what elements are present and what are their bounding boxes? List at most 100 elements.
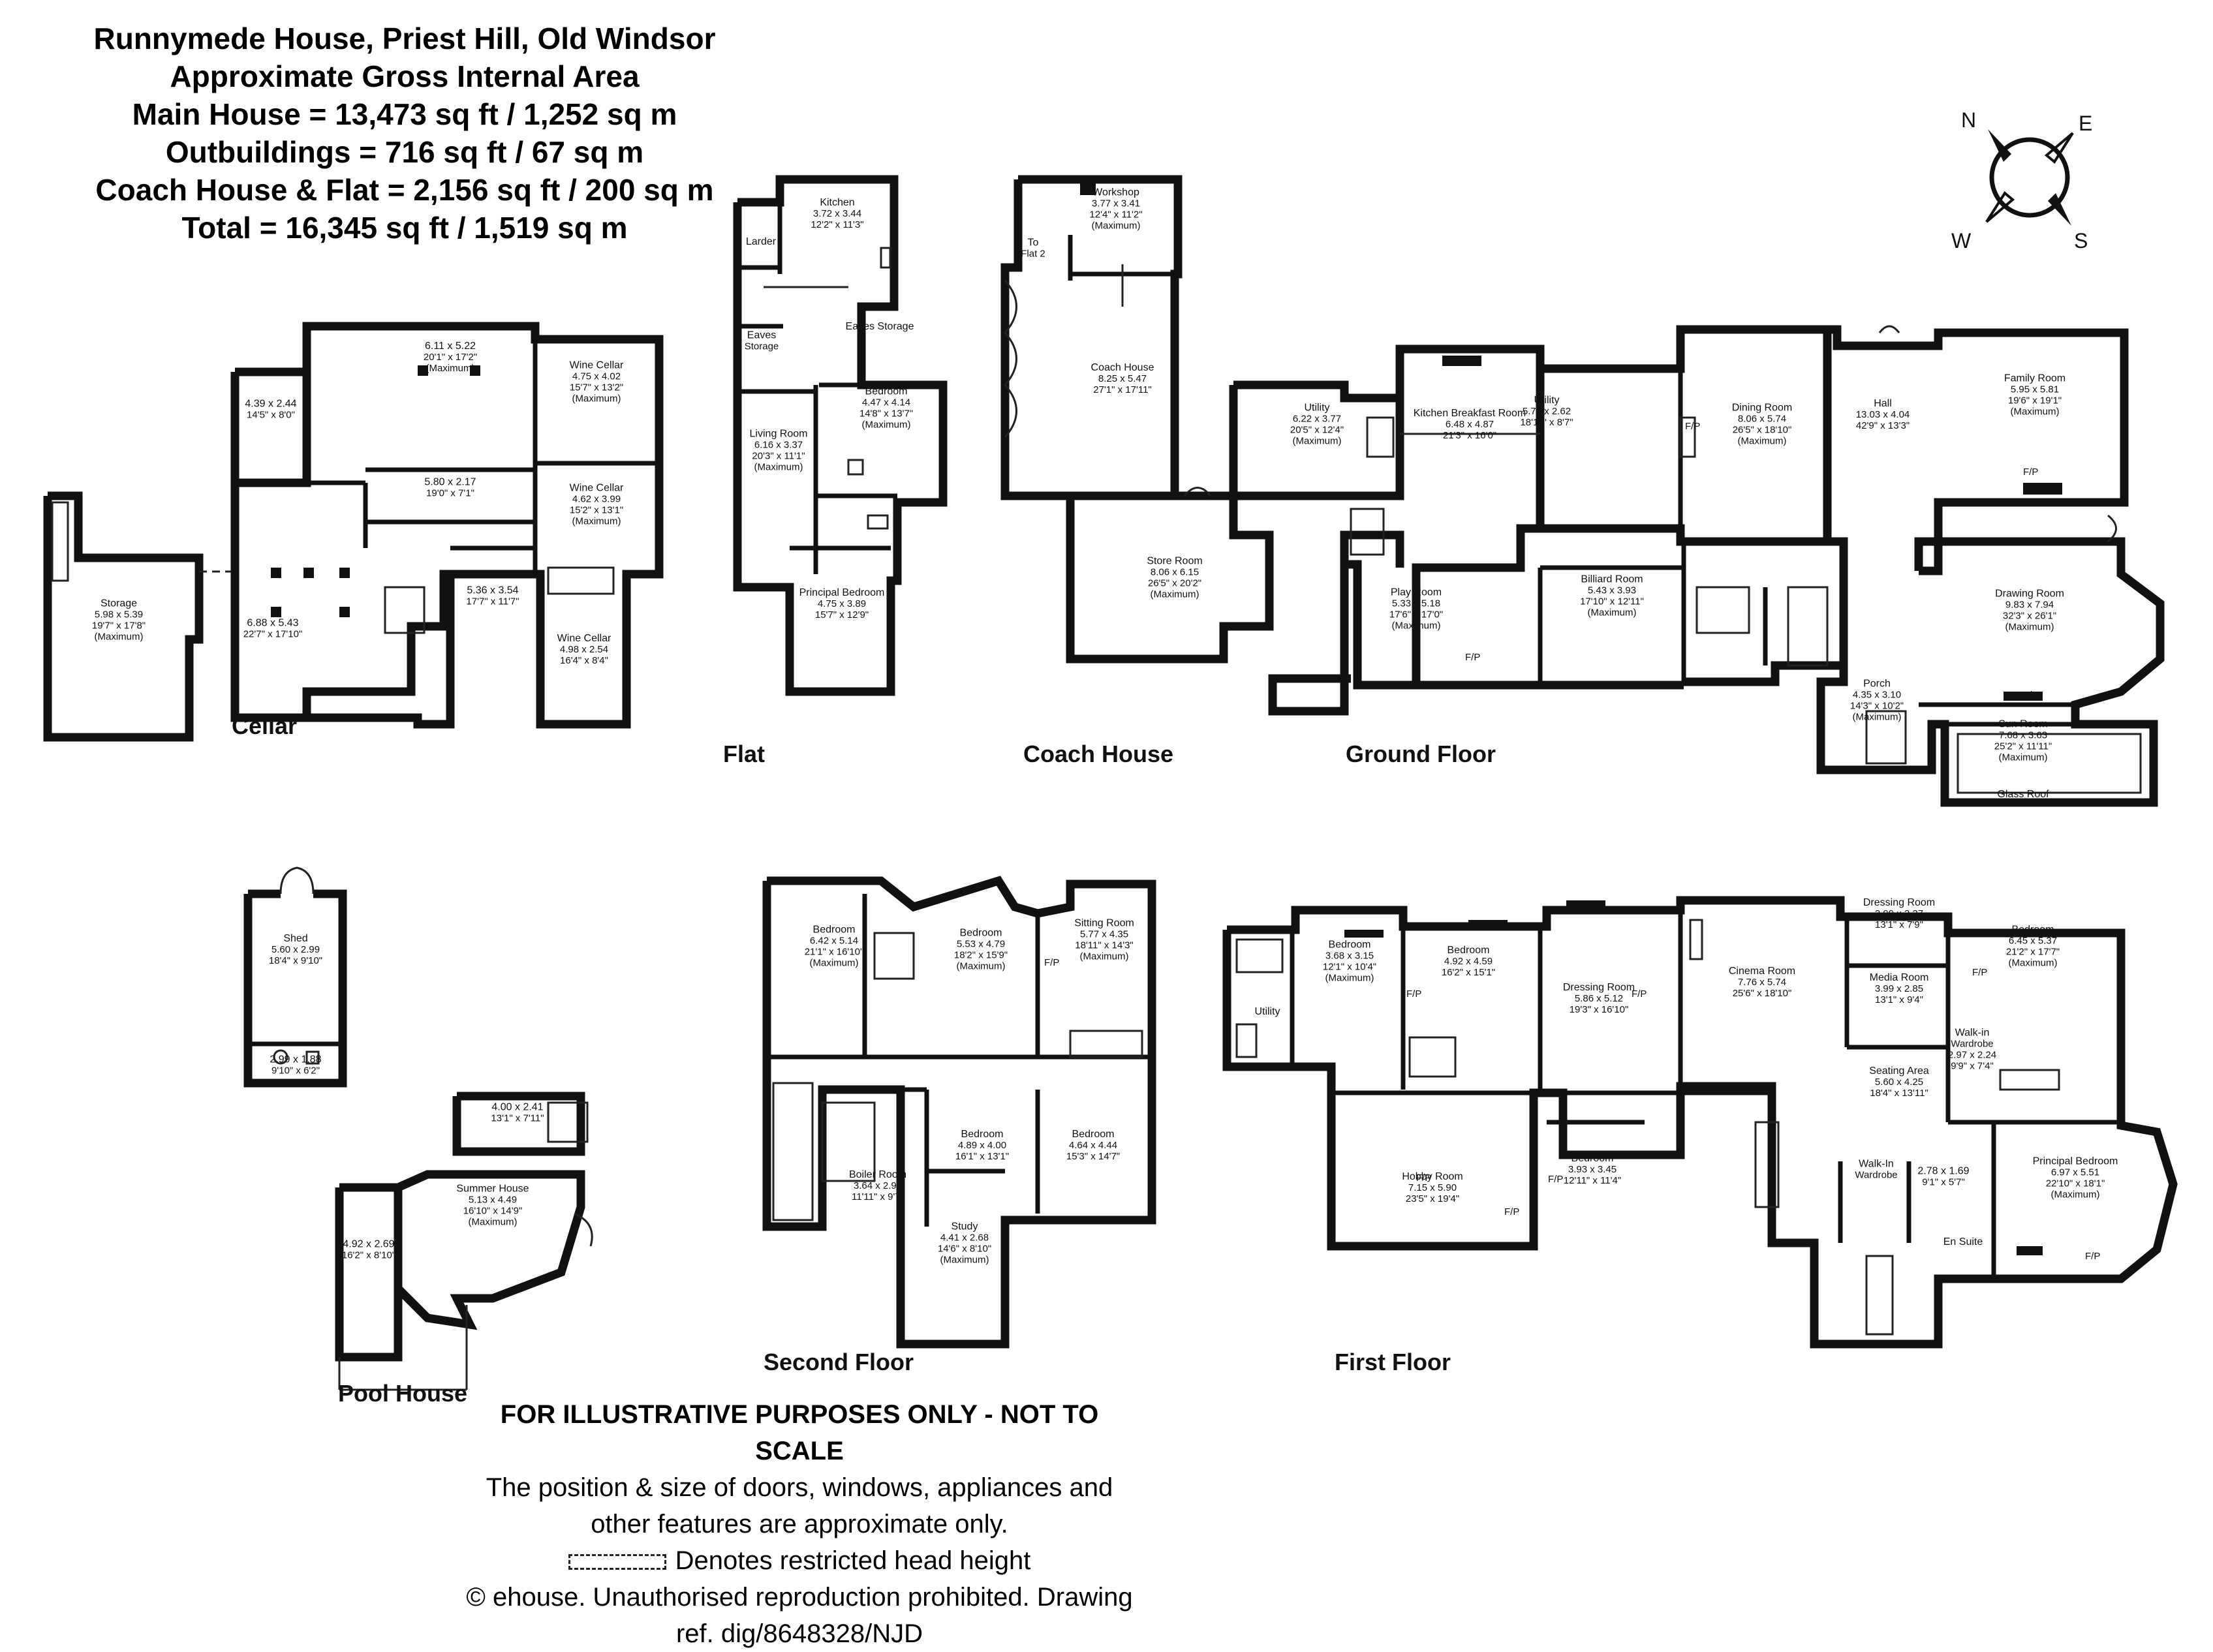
room-name: Boiler Room	[849, 1169, 906, 1180]
disclaimer-text: FOR ILLUSTRATIVE PURPOSES ONLY - NOT TO …	[500, 1400, 1099, 1465]
room-dimension: 8.25 x 5.47	[1098, 373, 1147, 384]
room-dimension: 22'10" x 18'1"	[2046, 1178, 2105, 1189]
room-dimension: 15'7" x 12'9"	[815, 609, 869, 620]
room-dimension: 9'10" x 6'2"	[271, 1065, 320, 1077]
room-dimension: (Maximum)	[2011, 406, 2060, 418]
room-dimension: 26'5" x 18'10"	[1733, 425, 1792, 436]
position-note: The position & size of doors, windows, a…	[486, 1473, 1113, 1538]
room-name: Storage	[101, 598, 137, 609]
room-dimension: (Maximum)	[1293, 436, 1342, 447]
room-name: Bedroom	[865, 386, 908, 397]
room-name: Drawing Room	[1995, 589, 2064, 600]
room-name: Hall	[1874, 398, 1892, 409]
room-dimension: 13'1" x 7'11"	[491, 1113, 544, 1124]
room-dimension: 16'4" x 8'4"	[560, 655, 608, 666]
room-name: Wine Cellar	[557, 633, 611, 644]
fp-label: F/P	[1465, 652, 1480, 663]
restricted-head-height-swatch	[568, 1554, 666, 1570]
room-name: Dressing Room	[1563, 982, 1635, 993]
room-dimension: 25'6" x 18'10"	[1733, 988, 1792, 999]
area-title: Approximate Gross Internal Area	[170, 59, 640, 93]
room-label-ff-ensuite: En Suite	[1943, 1236, 1983, 1247]
room-dimension: 20'1" x 17'2"	[424, 352, 477, 363]
room-name: To	[1028, 237, 1039, 249]
room-name: Media Room	[1870, 972, 1929, 983]
room-dimension: 4.92 x 4.59	[1444, 956, 1493, 967]
room-name: Wine Cellar	[570, 360, 624, 371]
room-name: Store Room	[1147, 556, 1202, 567]
room-dimension: 4.62 x 3.99	[572, 494, 621, 505]
room-dimension: (Maximum)	[1588, 607, 1637, 619]
room-name: Walk-In	[1859, 1159, 1894, 1170]
room-dimension: 18'11" x 8'7"	[1520, 417, 1573, 428]
room-dimension: Storage	[745, 341, 779, 352]
room-dimension: 9'1" x 5'7"	[1922, 1177, 1965, 1188]
room-dimension: 4.98 x 2.54	[560, 644, 608, 655]
room-label-pool-small: 2.99 x 1.889'10" x 6'2"	[270, 1054, 321, 1077]
room-dimension: 14'3" x 10'2"	[1850, 701, 1904, 712]
room-dimension: Wardrobe	[1855, 1170, 1897, 1181]
room-dimension: 4.75 x 4.02	[572, 371, 621, 382]
room-dimension: 6.97 x 5.51	[2051, 1167, 2099, 1178]
room-name: 5.36 x 3.54	[467, 585, 518, 596]
room-dimension: 8.06 x 5.74	[1738, 414, 1786, 425]
compass-w: W	[1951, 229, 1972, 252]
room-dimension: 3.93 x 3.45	[1568, 1164, 1617, 1175]
section-label-first-floor: First Floor	[1335, 1349, 1451, 1375]
room-name: Living Room	[750, 429, 808, 440]
room-name: Sun Room	[1998, 719, 2048, 730]
room-dimension: 3.64 x 2.93	[854, 1180, 902, 1191]
room-dimension: (Maximum)	[572, 516, 621, 527]
room-name: Bedroom	[960, 928, 1002, 939]
room-dimension: 17'10" x 12'11"	[1580, 596, 1644, 607]
room-dimension: 16'1" x 13'1"	[955, 1151, 1009, 1162]
room-label-ff-utility: Utility	[1254, 1006, 1280, 1017]
room-dimension: (Maximum)	[1325, 973, 1374, 984]
room-dimension: 5.53 x 4.79	[957, 939, 1005, 950]
room-name: Workshop	[1092, 187, 1139, 198]
room-dimension: 22'7" x 17'10"	[243, 629, 303, 640]
fp-label: F/P	[1972, 967, 1987, 978]
room-name: 4.92 x 2.69	[343, 1239, 394, 1250]
room-dimension: (Maximum)	[95, 632, 144, 643]
room-dimension: 21'3" x 16'0"	[1443, 430, 1496, 441]
second-floor-plan	[762, 876, 1156, 1349]
room-dimension: 14'6" x 8'10"	[938, 1244, 991, 1255]
room-name: Shed	[283, 933, 307, 944]
room-name: Glass Roof	[1997, 789, 2049, 800]
room-dimension: 6.42 x 5.14	[810, 936, 858, 947]
room-dimension: (Maximum)	[1151, 589, 1199, 600]
room-dimension: 18'4" x 9'10"	[269, 955, 322, 966]
room-dimension: (Maximum)	[2009, 958, 2058, 969]
room-dimension: 4.41 x 2.68	[940, 1232, 989, 1244]
room-name: Bedroom	[1447, 945, 1490, 956]
room-dimension: Wardrobe	[1951, 1039, 1993, 1050]
room-dimension: (Maximum)	[1999, 752, 2048, 763]
room-dimension: (Maximum)	[957, 961, 1006, 972]
room-dimension: 5.76 x 2.62	[1523, 406, 1571, 417]
fp-label: F/P	[1685, 421, 1700, 432]
room-name: En Suite	[1943, 1236, 1983, 1247]
room-dimension: 4.75 x 3.89	[818, 598, 866, 609]
room-dimension: 3.99 x 2.37	[1875, 908, 1923, 919]
coach-house-area: Coach House & Flat = 2,156 sq ft / 200 s…	[95, 173, 714, 207]
room-dimension: 19'6" x 19'1"	[2008, 395, 2062, 406]
room-name: Dressing Room	[1863, 897, 1935, 908]
outbuildings-area: Outbuildings = 716 sq ft / 67 sq m	[165, 135, 644, 169]
